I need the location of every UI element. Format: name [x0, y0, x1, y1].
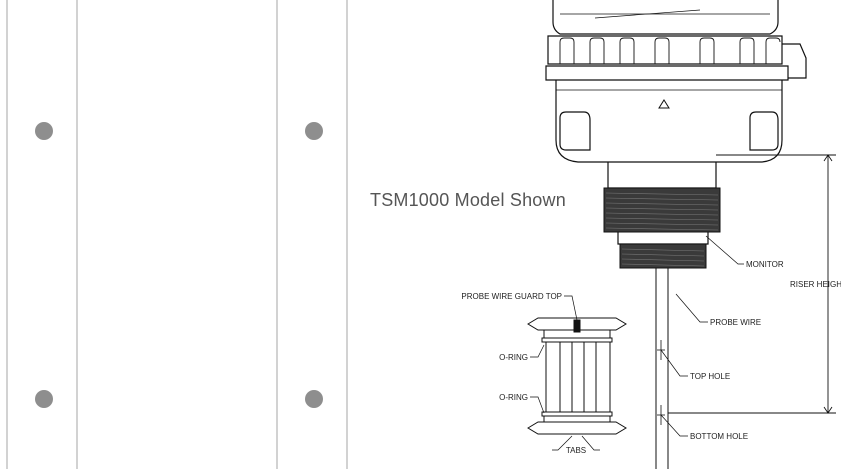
label-tabs: TABS [566, 446, 586, 455]
label-top-hole: TOP HOLE [690, 372, 730, 381]
leader-lines [530, 235, 744, 451]
label-o-ring-bottom: O-RING [499, 393, 528, 402]
strip-hole-top-left [35, 122, 53, 140]
probe-wires [655, 268, 669, 469]
label-bottom-hole: BOTTOM HOLE [690, 432, 748, 441]
mounting-strip-right [276, 0, 348, 469]
strip-hole-top-right [305, 122, 323, 140]
label-monitor: MONITOR [746, 260, 784, 269]
label-probe-wire: PROBE WIRE [710, 318, 761, 327]
monitor-drawing [545, 0, 807, 189]
probe-wire-guard [527, 317, 627, 435]
strip-hole-bottom-left [35, 390, 53, 408]
mounting-strip-left [6, 0, 78, 469]
label-o-ring-top: O-RING [499, 353, 528, 362]
label-probe-wire-guard-top: PROBE WIRE GUARD TOP [461, 292, 562, 301]
strip-hole-bottom-right [305, 390, 323, 408]
monitor-threads [603, 187, 721, 269]
model-caption: TSM1000 Model Shown [370, 190, 566, 210]
label-riser-height: RISER HEIGHT [790, 280, 841, 289]
riser-dimension [668, 154, 836, 414]
callout-labels: MONITOR PROBE WIRE TOP HOLE BOTTOM HOLE … [461, 260, 841, 455]
